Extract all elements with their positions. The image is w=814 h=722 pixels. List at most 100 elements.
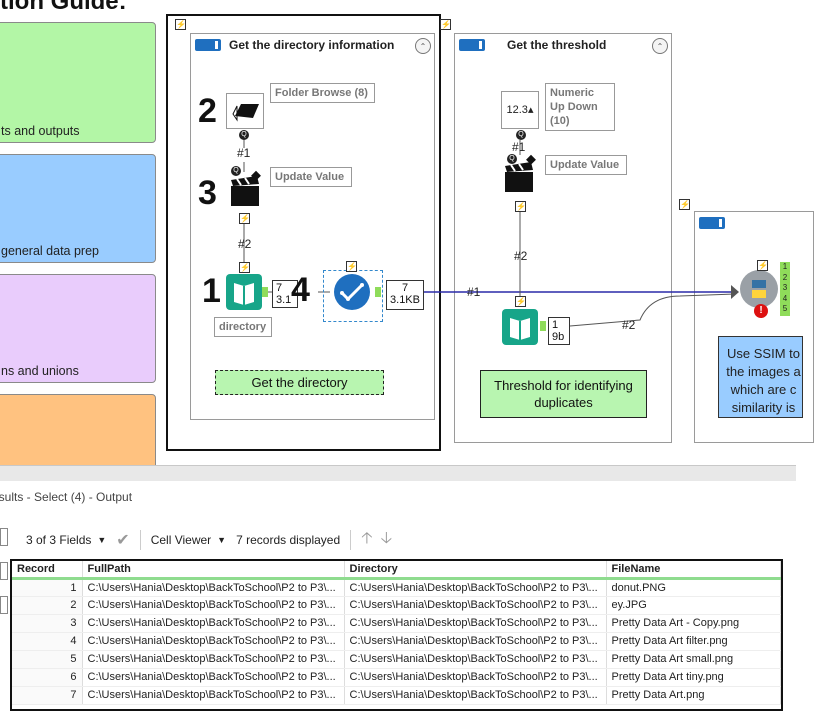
cell-filename[interactable]: Pretty Data Art small.png (606, 650, 781, 669)
cell-fullpath[interactable]: C:\Users\Hania\Desktop\BackToSchool\P2 t… (82, 650, 345, 669)
side-icon[interactable] (0, 562, 8, 580)
stat-count: 1 (552, 319, 559, 331)
container-header[interactable] (695, 212, 813, 234)
cell-fullpath[interactable]: C:\Users\Hania\Desktop\BackToSchool\P2 t… (82, 668, 345, 687)
chevron-down-icon[interactable]: ▼ (217, 535, 227, 545)
lightning-icon: ⚡ (239, 213, 250, 224)
python-tool[interactable] (740, 270, 778, 308)
pane-divider[interactable] (0, 465, 796, 481)
results-title: esults - Select (4) - Output (0, 490, 132, 504)
cell-fullpath[interactable]: C:\Users\Hania\Desktop\BackToSchool\P2 t… (82, 686, 345, 705)
container-icon (195, 39, 221, 51)
tool-label-numeric-updown: Numeric Up Down (10) (545, 83, 615, 131)
cell-directory[interactable]: C:\Users\Hania\Desktop\BackToSchool\P2 t… (344, 596, 607, 615)
lightning-icon: ⚡ (515, 296, 526, 307)
stat-count: 7 (401, 282, 409, 294)
select-check-icon (340, 283, 364, 302)
cell-fullpath[interactable]: C:\Users\Hania\Desktop\BackToSchool\P2 t… (82, 578, 345, 597)
cell-directory[interactable]: C:\Users\Hania\Desktop\BackToSchool\P2 t… (344, 686, 607, 705)
results-toolbar: 3 of 3 Fields ▼ ✔ Cell Viewer ▼ 7 record… (0, 524, 796, 556)
column-header[interactable]: FileName (606, 561, 781, 580)
cell-record[interactable]: 5 (12, 650, 83, 669)
records-count: 7 records displayed (236, 533, 341, 547)
cell-directory[interactable]: C:\Users\Hania\Desktop\BackToSchool\P2 t… (344, 578, 607, 597)
side-icon[interactable] (0, 596, 8, 614)
clapperboard-icon (505, 154, 536, 192)
connection-label: #1 (237, 146, 251, 160)
cell-record[interactable]: 7 (12, 686, 83, 705)
update-value-tool[interactable] (229, 170, 261, 208)
cell-directory[interactable]: C:\Users\Hania\Desktop\BackToSchool\P2 t… (344, 650, 607, 669)
container-header[interactable]: Get the directory information (191, 34, 434, 56)
cell-record[interactable]: 3 (12, 614, 83, 633)
cell-fullpath[interactable]: C:\Users\Hania\Desktop\BackToSchool\P2 t… (82, 614, 345, 633)
comment-threshold[interactable]: Threshold for identifying duplicates (480, 370, 647, 418)
arrow-down-icon[interactable]: 🡣 (380, 529, 393, 547)
toolbar-separator (350, 530, 352, 550)
container-icon (459, 39, 485, 51)
cell-record[interactable]: 2 (12, 596, 83, 615)
chevron-down-icon[interactable]: ▼ (97, 535, 107, 545)
text-input-tool[interactable] (502, 309, 538, 345)
container-title: Get the threshold (507, 38, 607, 52)
cell-record[interactable]: 6 (12, 668, 83, 687)
annotation-number: 2 (198, 92, 217, 130)
fields-dropdown[interactable]: 3 of 3 Fields (26, 533, 92, 547)
stat-size: 3.1 (276, 294, 292, 306)
cell-fullpath[interactable]: C:\Users\Hania\Desktop\BackToSchool\P2 t… (82, 596, 345, 615)
output-anchor[interactable] (375, 287, 381, 297)
cell-directory[interactable]: C:\Users\Hania\Desktop\BackToSchool\P2 t… (344, 632, 607, 651)
folder-browse-tool[interactable] (226, 93, 264, 129)
column-header[interactable]: Record (12, 561, 83, 580)
cell-filename[interactable]: Pretty Data Art filter.png (606, 632, 781, 651)
cell-record[interactable]: 4 (12, 632, 83, 651)
cell-filename[interactable]: Pretty Data Art.png (606, 686, 781, 705)
cell-directory[interactable]: C:\Users\Hania\Desktop\BackToSchool\P2 t… (344, 614, 607, 633)
cell-filename[interactable]: ey.JPG (606, 596, 781, 615)
python-icon (752, 280, 766, 298)
update-value-tool[interactable] (503, 154, 537, 194)
container-header[interactable]: Get the threshold (455, 34, 671, 56)
comment-get-directory[interactable]: Get the directory (215, 370, 384, 395)
cell-viewer-dropdown[interactable]: Cell Viewer (150, 533, 212, 547)
legend-data-prep: general data prep (0, 154, 156, 263)
checkmark-icon[interactable]: ✔ (116, 532, 130, 549)
guide-title: tion Guide: (0, 0, 127, 15)
connection-label: #1 (512, 140, 526, 154)
side-icon[interactable] (0, 528, 8, 546)
output-anchor[interactable] (540, 321, 546, 331)
output-anchor[interactable] (262, 287, 268, 297)
cell-record[interactable]: 1 (12, 578, 83, 597)
cell-directory[interactable]: C:\Users\Hania\Desktop\BackToSchool\P2 t… (344, 668, 607, 687)
input-anchor[interactable] (731, 285, 739, 299)
cell-filename[interactable]: donut.PNG (606, 578, 781, 597)
cell-filename[interactable]: Pretty Data Art - Copy.png (606, 614, 781, 633)
comment-ssim[interactable]: Use SSIM to the images a which are c sim… (718, 336, 803, 418)
cell-filename[interactable]: Pretty Data Art tiny.png (606, 668, 781, 687)
cell-fullpath[interactable]: C:\Users\Hania\Desktop\BackToSchool\P2 t… (82, 632, 345, 651)
connection-label: #2 (238, 237, 252, 251)
column-header[interactable]: Directory (344, 561, 607, 580)
question-anchor: Q (507, 154, 517, 164)
collapse-button[interactable]: ⌃ (652, 38, 668, 54)
select-tool[interactable] (334, 274, 370, 310)
directory-tool[interactable] (226, 274, 262, 310)
workflow-canvas[interactable]: tion Guide: ts and outputs general data … (0, 0, 814, 474)
lightning-icon: ⚡ (175, 19, 186, 30)
collapse-button[interactable]: ⌃ (415, 38, 431, 54)
column-header[interactable]: FullPath (82, 561, 345, 580)
numeric-updown-tool[interactable]: 12.3▴ (501, 91, 539, 129)
arrow-up-icon[interactable]: 🡡 (361, 529, 373, 547)
